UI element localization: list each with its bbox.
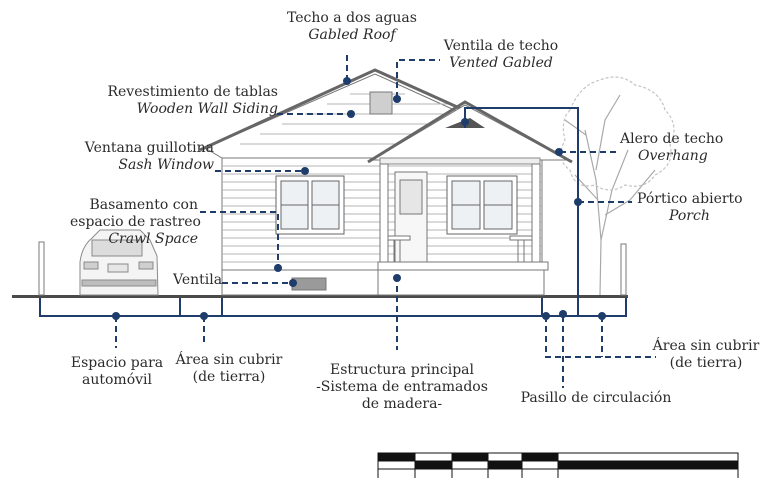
ground-line <box>12 295 628 298</box>
car-drawing <box>79 229 159 296</box>
main-structure-label: Estructura principal-Sistema de entramad… <box>316 362 488 412</box>
vent-label: Ventila <box>173 272 223 288</box>
sash-windows <box>275 175 518 235</box>
scale-bar <box>377 452 739 478</box>
tree-drawing <box>560 76 675 296</box>
callout-dots <box>112 77 606 320</box>
fence-posts <box>38 241 627 296</box>
callout-lines <box>115 55 656 388</box>
porch-details <box>377 163 549 296</box>
uncovered-area-left-label: Área sin cubrir(de tierra) <box>175 352 283 385</box>
uncovered-area-right-label: Área sin cubrir(de tierra) <box>652 338 760 371</box>
gable-vent <box>369 91 393 115</box>
vent-grille <box>291 277 327 291</box>
porch-gable-roof <box>367 100 573 165</box>
circulation-path-label: Pasillo de circulación <box>520 390 672 406</box>
